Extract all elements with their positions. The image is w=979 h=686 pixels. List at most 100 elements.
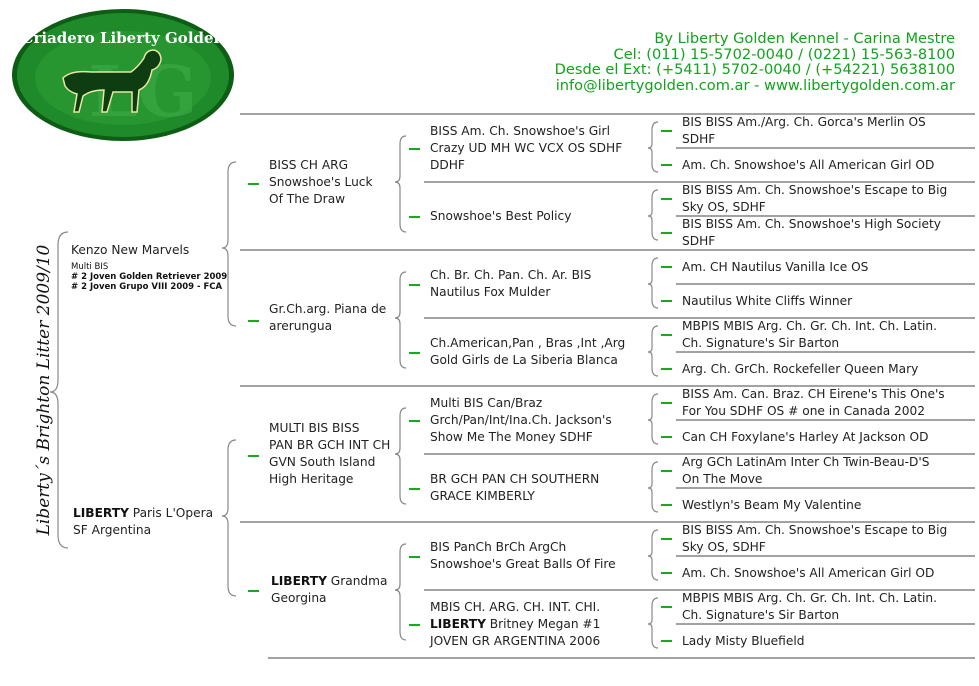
gen4-marker (661, 402, 672, 404)
gen3-ssd: Snowshoe's Best Policy (430, 208, 571, 225)
gen2-line: Gr.Ch.arg. Piana de (269, 302, 387, 316)
dd-name: Grandma (326, 574, 388, 588)
gen2-line: MULTI BIS BISS (269, 421, 360, 435)
logo-text: Criadero Liberty Golden (22, 29, 225, 47)
gen4-line: Can CH Foxylane's Harley At Jackson OD (682, 429, 929, 444)
gen2-line: Snowshoe's Luck (269, 175, 373, 189)
gen4-line: Sky OS, SDHF (682, 540, 766, 554)
gen4-marker (661, 130, 672, 132)
gen3-line: GRACE KIMBERLY (430, 489, 535, 503)
gen3-sdd: Ch.American,Pan , Bras ,Int ,Arg Gold Gi… (430, 335, 625, 369)
gen4-line: BISS Am. Can. Braz. CH Eirene's This One… (682, 387, 945, 401)
gen2-dam-sire: MULTI BIS BISS PAN BR GCH INT CH GVN Sou… (269, 420, 390, 488)
gen4-ancestor: Nautilus White Cliffs Winner (682, 293, 852, 310)
sds-marker (409, 284, 420, 286)
gen2-line: arerungua (269, 319, 333, 333)
gen4-ancestor: Am. CH Nautilus Vanilla Ice OS (682, 259, 868, 276)
sire-name: Kenzo New Marvels (71, 243, 190, 257)
gen3-dds: BIS PanCh BrCh ArgCh Snowshoe's Great Ba… (430, 539, 616, 573)
gen4-marker (661, 232, 672, 234)
gen3-line: Show Me The Money SDHF (430, 430, 593, 444)
gen2-line: PAN BR GCH INT CH (269, 438, 391, 452)
gen4-line: BIS BISS Am./Arg. Ch. Gorca's Merlin OS (682, 115, 926, 129)
gen2-line: GVN South Island (269, 455, 376, 469)
gen4-line: Am. Ch. Snowshoe's All American Girl OD (682, 157, 935, 172)
header-cel-line: Cel: (011) 15-5702-0040 / (0221) 15-563-… (613, 45, 956, 63)
ddd-name: Britney Megan #1 (485, 617, 601, 631)
gen3-line: BIS PanCh BrCh ArgCh (430, 540, 567, 554)
gen2-line: Of The Draw (269, 192, 346, 206)
gen4-ancestor: MBPIS MBIS Arg. Ch. Gr. Ch. Int. Ch. Lat… (682, 590, 937, 624)
gen4-marker (661, 504, 672, 506)
gen4-line: Lady Misty Bluefield (682, 633, 805, 648)
gen3-ddd: MBIS CH. ARG. CH. INT. CHI. LIBERTY Brit… (430, 599, 600, 650)
gen4-marker (661, 266, 672, 268)
gen4-marker (661, 470, 672, 472)
ssd-marker (409, 216, 420, 218)
gen3-sss: BISS Am. Ch. Snowshoe's Girl Crazy UD MH… (430, 123, 622, 174)
gen3-line: Snowshoe's Great Balls Of Fire (430, 557, 616, 571)
gen4-ancestor: MBPIS MBIS Arg. Ch. Gr. Ch. Int. Ch. Lat… (682, 318, 937, 352)
gen3-line: BISS Am. Ch. Snowshoe's Girl (430, 124, 610, 138)
dam-name-line2: SF Argentina (73, 523, 152, 537)
gen4-line: On The Move (682, 472, 763, 486)
gen3-sds: Ch. Br. Ch. Pan. Ch. Ar. BIS Nautilus Fo… (430, 267, 591, 301)
gen4-ancestor: Arg. Ch. GrCh. Rockefeller Queen Mary (682, 361, 918, 378)
gen3-line: MBIS CH. ARG. CH. INT. CHI. (430, 600, 601, 614)
gen4-marker (661, 436, 672, 438)
gen4-marker (661, 606, 672, 608)
gen4-ancestor: BISS Am. Can. Braz. CH Eirene's This One… (682, 386, 945, 420)
ss-marker (248, 183, 259, 185)
gen4-line: BIS BISS Am. Ch. Snowshoe's High Society (682, 217, 941, 231)
gen4-marker (661, 640, 672, 642)
gen4-marker (661, 164, 672, 166)
gen4-ancestor: Can CH Foxylane's Harley At Jackson OD (682, 429, 928, 446)
gen4-marker (661, 300, 672, 302)
dd-name-line2: Georgina (271, 591, 327, 605)
gen4-marker (661, 198, 672, 200)
gen3-line: Ch.American,Pan , Bras ,Int ,Arg (430, 336, 626, 350)
kennel-contact-header: By Liberty Golden Kennel - Carina Mestre… (555, 31, 955, 93)
gen4-ancestor: Am. Ch. Snowshoe's All American Girl OD (682, 565, 934, 582)
gen2-line: BISS CH ARG (269, 158, 349, 172)
gen4-line: Arg GCh LatinAm Inter Ch Twin-Beau-D'S (682, 455, 930, 469)
dam-name: Paris L'Opera (128, 506, 214, 520)
dss-marker (409, 420, 420, 422)
gen4-ancestor: Lady Misty Bluefield (682, 633, 804, 650)
gen3-line: Ch. Br. Ch. Pan. Ch. Ar. BIS (430, 268, 592, 282)
gen3-line: Multi BIS Can/Braz (430, 396, 543, 410)
gen4-line: Ch. Signature's Sir Barton (682, 336, 840, 350)
ds-marker (248, 455, 259, 457)
gen3-line: BR GCH PAN CH SOUTHERN (430, 472, 600, 486)
litter-title: Liberty´s Brighton Litter 2009/10 (34, 244, 54, 536)
gen4-line: Nautilus White Cliffs Winner (682, 293, 853, 308)
sire-title: # 2 Joven Grupo VIII 2009 - FCA (71, 282, 223, 292)
gen4-marker (661, 334, 672, 336)
gen3-line: Nautilus Fox Mulder (430, 285, 551, 299)
kennel-logo: Criadero Liberty Golden LG (12, 9, 234, 141)
gen3-line: DDHF (430, 158, 465, 172)
ddd-kennel-prefix: LIBERTY (430, 617, 486, 631)
gen4-ancestor: BIS BISS Am. Ch. Snowshoe's High Society… (682, 216, 941, 250)
dd-marker (248, 590, 259, 592)
litter-title-text: Liberty´s Brighton Litter 2009/10 (34, 244, 54, 536)
header-kennel-line: By Liberty Golden Kennel - Carina Mestre (654, 30, 955, 47)
gen3-line: Gold Girls de La Siberia Blanca (430, 353, 618, 367)
sd-marker (248, 320, 259, 322)
gen4-line: Am. Ch. Snowshoe's All American Girl OD (682, 565, 935, 580)
gen4-line: Arg. Ch. GrCh. Rockefeller Queen Mary (682, 361, 919, 376)
header-web-line[interactable]: info@libertygolden.com.ar - www.libertyg… (555, 76, 955, 94)
gen4-ancestor: Westlyn's Beam My Valentine (682, 497, 861, 514)
gen4-line: Sky OS, SDHF (682, 200, 766, 214)
gen2-line: High Heritage (269, 472, 354, 486)
gen3-dsd: BR GCH PAN CH SOUTHERN GRACE KIMBERLY (430, 471, 599, 505)
ddd-marker (409, 624, 420, 626)
gen3-line: Crazy UD MH WC VCX OS SDHF (430, 141, 623, 155)
gen4-line: BIS BISS Am. Ch. Snowshoe's Escape to Bi… (682, 183, 948, 197)
gen4-line: BIS BISS Am. Ch. Snowshoe's Escape to Bi… (682, 523, 948, 537)
gen4-line: Ch. Signature's Sir Barton (682, 608, 840, 622)
sire-title: Multi BIS (71, 262, 109, 272)
gen4-ancestor: BIS BISS Am. Ch. Snowshoe's Escape to Bi… (682, 182, 947, 216)
